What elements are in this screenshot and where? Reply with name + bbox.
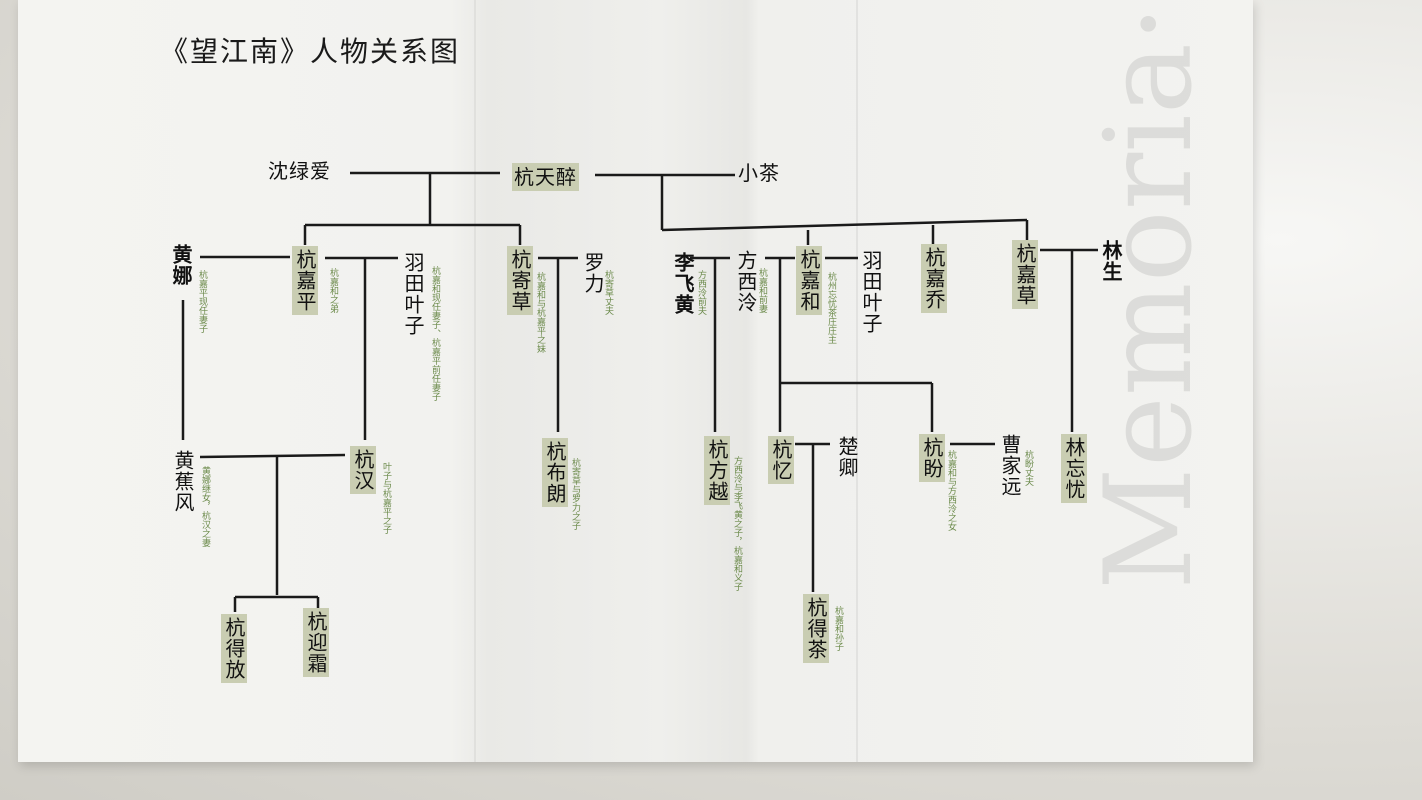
person-cao-jia-yuan: 曹家远 [998, 434, 1022, 497]
person-shen-lv-ai: 沈绿爱 [268, 159, 331, 183]
person-hang-jia-ping: 杭嘉平 [292, 246, 318, 315]
person-xiao-cha: 小茶 [738, 161, 780, 185]
person-chu-qing: 楚卿 [835, 436, 859, 478]
person-hang-jia-qiao: 杭嘉乔 [921, 244, 947, 313]
person-hang-jia-he: 杭嘉和 [796, 246, 822, 315]
person-huang-jiao-feng: 黄蕉风 [171, 450, 195, 513]
person-li-fei-huang: 李飞黄 [671, 252, 695, 315]
person-hang-jia-cao: 杭嘉草 [1012, 240, 1038, 309]
person-hang-tian-zui: 杭天醉 [512, 163, 579, 191]
page-title: 《望江南》人物关系图 [160, 35, 461, 68]
note-hang-ji-cao: 杭嘉和与杭嘉平之妹 [535, 272, 545, 353]
person-hang-de-cha: 杭得茶 [803, 594, 829, 663]
person-luo-li: 罗力 [581, 252, 605, 294]
note-hang-han: 叶子与杭嘉平之子 [381, 462, 391, 534]
person-hang-ying-shuang: 杭迎霜 [303, 608, 329, 677]
note-hang-de-cha: 杭嘉和孙子 [833, 606, 843, 651]
note-hang-pan: 杭嘉和与方西泠之女 [946, 450, 956, 531]
person-yutian-yezi-2: 羽田叶子 [859, 250, 883, 334]
person-hang-ji-cao: 杭寄草 [507, 246, 533, 315]
note-cao-jia-yuan: 杭盼丈夫 [1023, 450, 1033, 486]
note-li-fei-huang: 方西泠前夫 [696, 270, 706, 315]
note-huang-na: 杭嘉平现任妻子 [197, 270, 207, 333]
sibling-line [661, 218, 1028, 232]
note-hang-jia-he: 杭州忘忧茶庄庄主 [826, 272, 836, 344]
person-hang-yi: 杭忆 [768, 436, 794, 484]
marriage-line [199, 453, 346, 459]
paper-fold [856, 0, 858, 762]
note-fang-xi-ling: 杭嘉和前妻 [757, 268, 767, 313]
person-hang-fang-yue: 杭方越 [704, 436, 730, 505]
person-huang-na: 黄娜 [169, 244, 193, 286]
note-hang-bu-lang: 杭寄草与罗力之子 [570, 458, 580, 530]
person-yutian-yezi-1: 羽田叶子 [401, 252, 425, 336]
person-hang-de-fang: 杭得放 [221, 614, 247, 683]
person-hang-pan: 杭盼 [919, 434, 945, 482]
person-hang-bu-lang: 杭布朗 [542, 438, 568, 507]
note-luo-li: 杭寄草丈夫 [603, 270, 613, 315]
person-lin-wang-you: 林忘忧 [1061, 434, 1087, 503]
note-huang-jiao-feng: 黄娜继女，杭汉之妻 [200, 466, 210, 547]
note-hang-fang-yue: 方西泠与李飞黄之子，杭嘉和义子 [732, 456, 742, 591]
person-hang-han: 杭汉 [350, 446, 376, 494]
note-yutian-yezi-1: 杭嘉和现任妻子、杭嘉平前任妻子 [430, 266, 440, 401]
person-lin-sheng: 林生 [1099, 240, 1123, 282]
paper-fold [474, 0, 476, 762]
person-fang-xi-ling: 方西泠 [734, 250, 758, 313]
note-hang-jia-ping: 杭嘉和之弟 [328, 268, 338, 313]
